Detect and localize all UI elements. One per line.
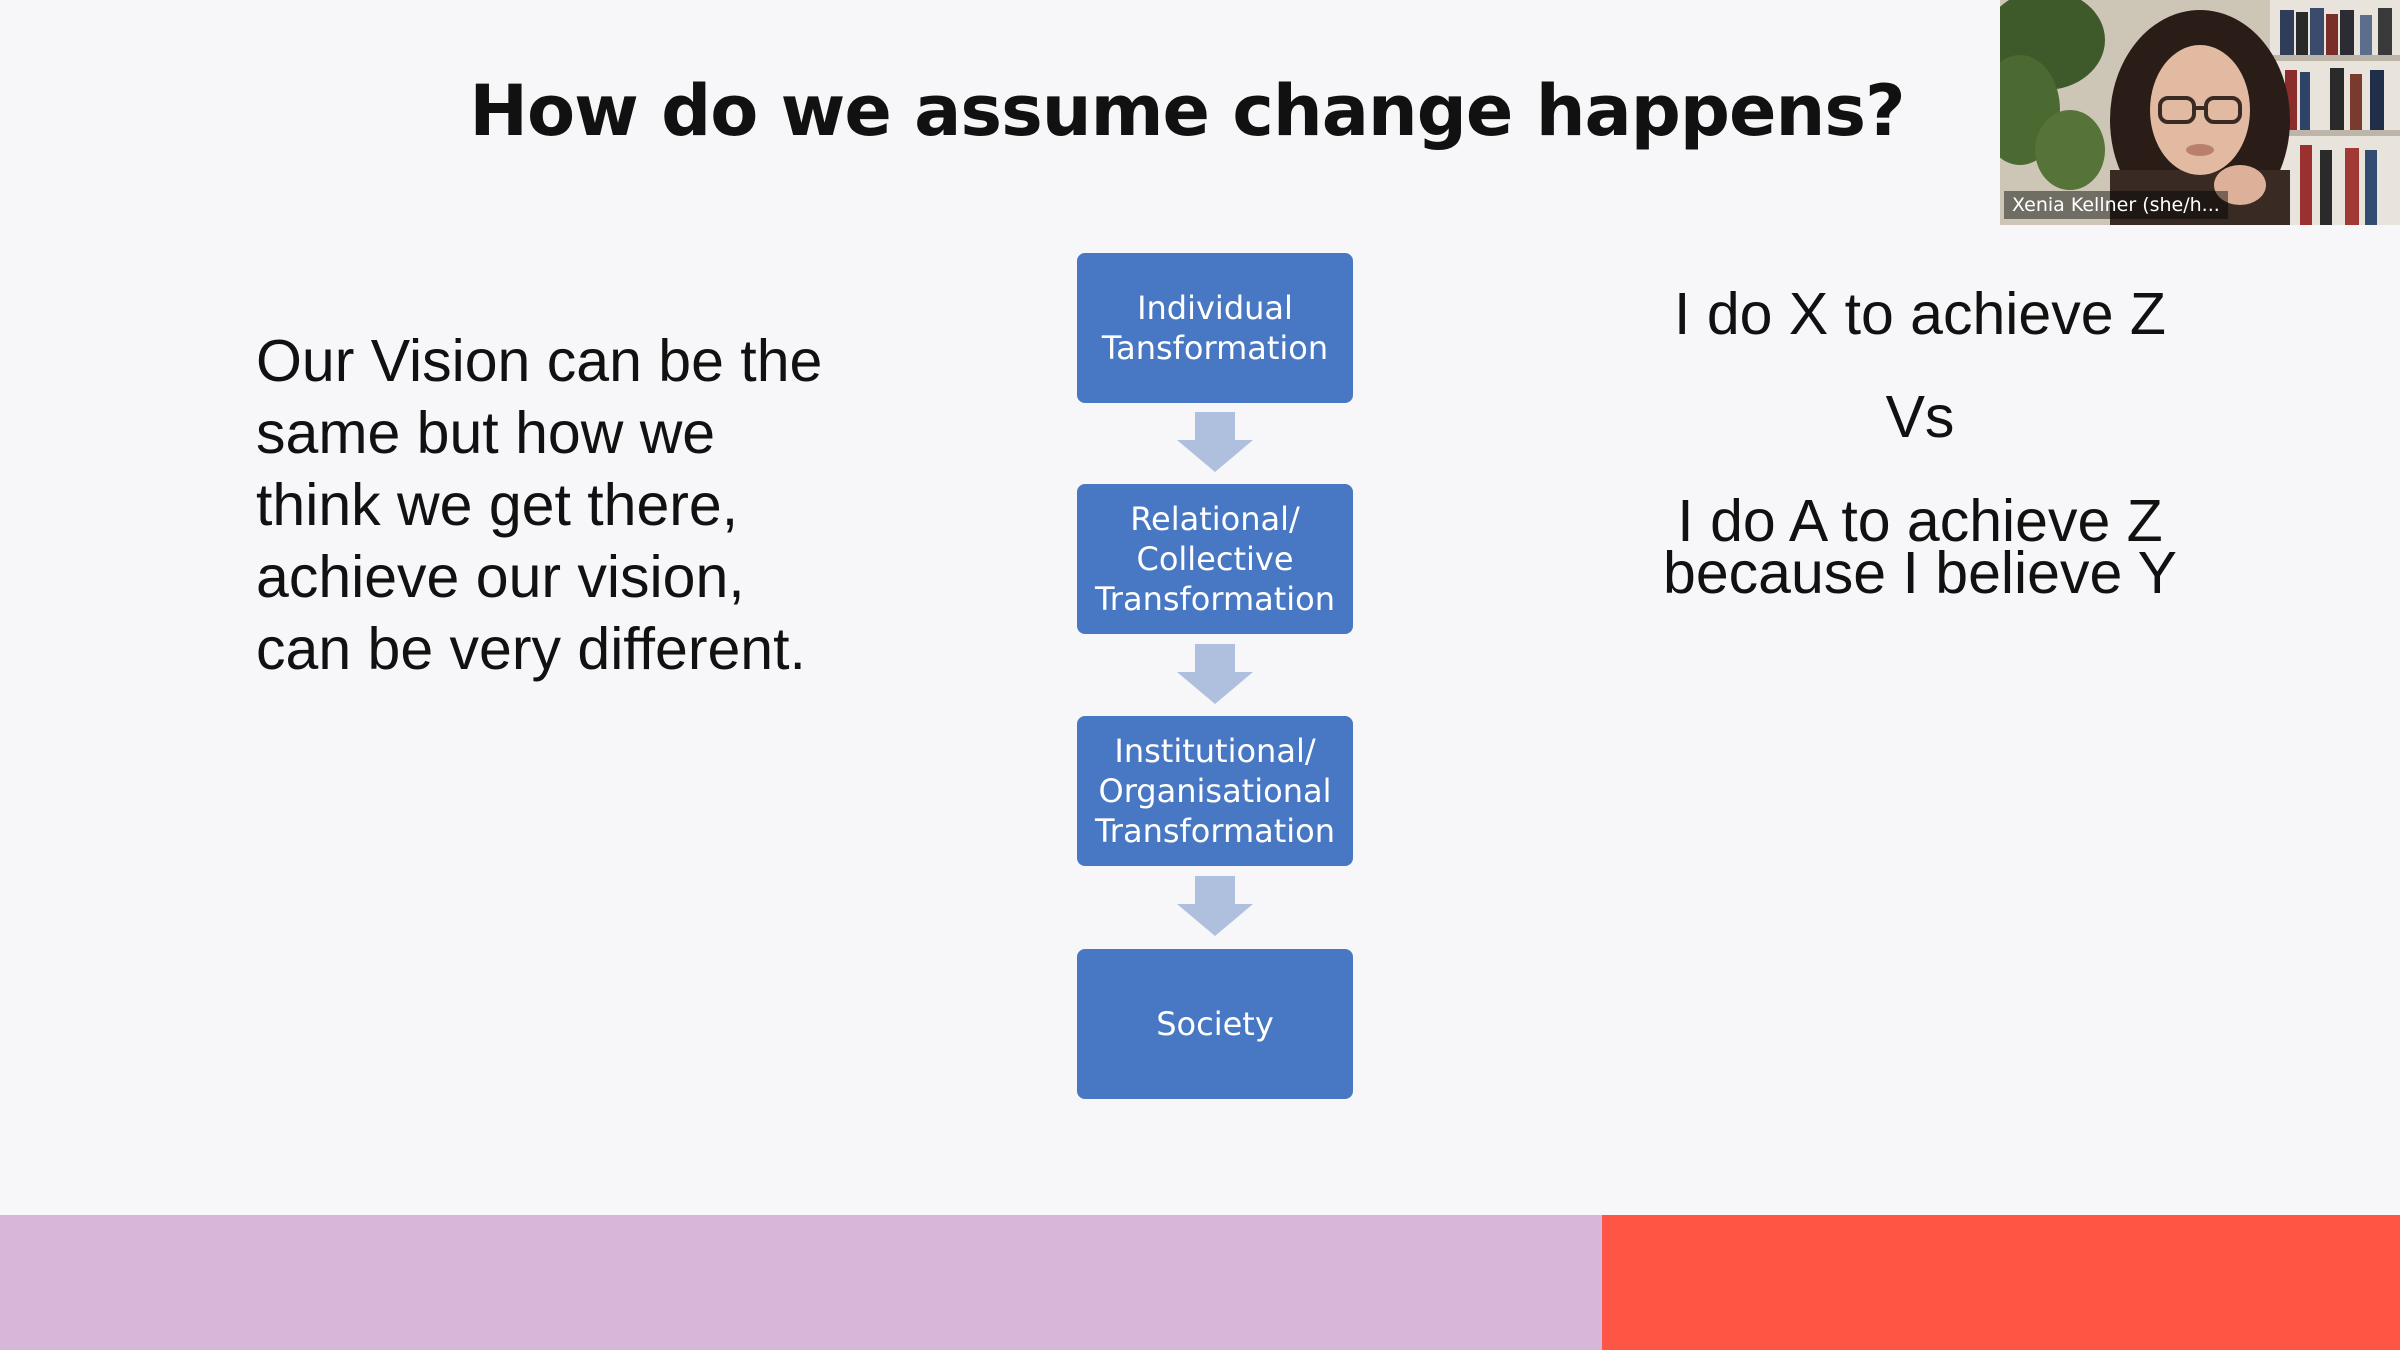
- flow-box-individual: Individual Tansformation: [1077, 253, 1353, 403]
- down-arrow-icon: [1177, 644, 1253, 704]
- flow-box-relational: Relational/ Collective Transformation: [1077, 484, 1353, 634]
- flow-box-institutional: Institutional/ Organisational Transforma…: [1077, 716, 1353, 866]
- flow-box-label: Individual Tansformation: [1101, 289, 1329, 367]
- bottom-band-lilac: [0, 1215, 1602, 1350]
- flow-box-label: Relational/ Collective Transformation: [1094, 500, 1336, 618]
- bottom-band-coral: [1602, 1215, 2400, 1350]
- participant-name: Xenia Kellner (she/h...: [2004, 191, 2228, 219]
- participant-video-tile[interactable]: Xenia Kellner (she/h...: [2000, 0, 2400, 225]
- vision-text-line: can be very different.: [256, 616, 806, 682]
- vision-text-line: Our Vision can be the: [256, 328, 823, 394]
- flow-box-label: Society: [1156, 1005, 1274, 1043]
- vision-text-line: think we get there,: [256, 472, 739, 538]
- flow-box-society: Society: [1077, 949, 1353, 1099]
- down-arrow-icon: [1177, 876, 1253, 936]
- vision-text-line: same but how we: [256, 400, 716, 466]
- flow-box-label: Institutional/ Organisational Transforma…: [1094, 732, 1336, 850]
- right-line-vs: Vs: [1885, 384, 1955, 450]
- vision-text: Our Vision can be the same but how we th…: [256, 325, 896, 685]
- right-line-a: I do A to achieve Z: [1677, 488, 2163, 554]
- right-line-because: because I believe Y: [1663, 540, 2177, 606]
- right-line-x: I do X to achieve Z: [1674, 281, 2166, 347]
- participant-video-image: [2000, 0, 2400, 225]
- slide-title: How do we assume change happens?: [469, 70, 1905, 152]
- down-arrow-icon: [1177, 412, 1253, 472]
- vision-text-line: achieve our vision,: [256, 544, 745, 610]
